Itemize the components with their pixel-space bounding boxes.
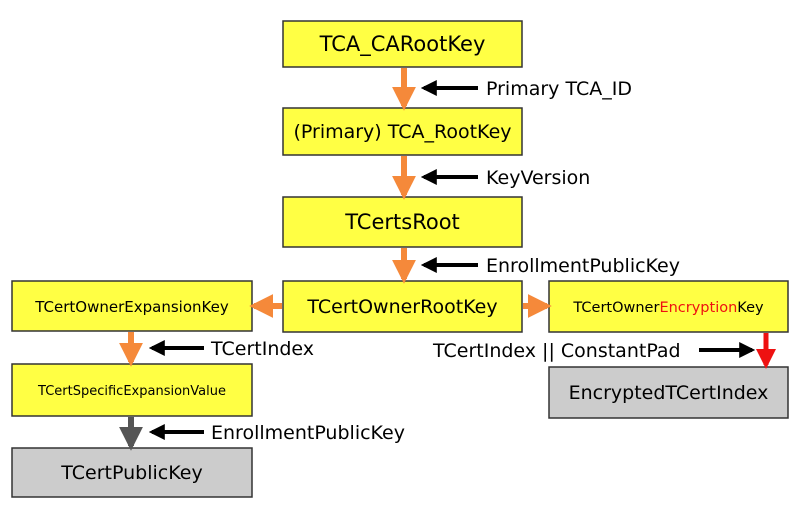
node-primary-tca-root-key-box xyxy=(282,107,523,156)
input-tcert-index: TCertIndex xyxy=(148,338,314,360)
node-primary-tca-root-key: (Primary) TCA_RootKey xyxy=(282,107,523,156)
node-tcert-owner-encryption-key-label: TCertOwnerEncryptionKey xyxy=(572,300,764,316)
node-tca-ca-root-key-box xyxy=(282,20,523,68)
node-tcert-public-key-box xyxy=(11,447,253,498)
node-tcerts-root-label: TCertsRoot xyxy=(344,210,460,234)
node-tcert-specific-expansion-value: TCertSpecificExpansionValue xyxy=(11,363,253,417)
input-primary-tca-id-label: Primary TCA_ID xyxy=(486,78,632,100)
encryption-key-suffix: Key xyxy=(737,300,764,316)
encryption-key-prefix: TCertOwner xyxy=(572,300,659,316)
node-tcert-owner-root-key-box xyxy=(282,280,523,333)
input-enrollment-public-key-1: EnrollmentPublicKey xyxy=(420,255,680,277)
encryption-key-highlight: Encryption xyxy=(659,300,737,316)
node-tcerts-root: TCertsRoot xyxy=(282,196,523,248)
node-tcert-specific-expansion-value-box xyxy=(11,363,253,417)
node-tcert-owner-expansion-key-box xyxy=(11,280,253,332)
node-encrypted-tcert-index-label: EncryptedTCertIndex xyxy=(569,382,769,404)
input-key-version-label: KeyVersion xyxy=(486,167,590,189)
node-tcert-owner-encryption-key: TCertOwnerEncryptionKey xyxy=(548,280,789,333)
input-enrollment-public-key-1-label: EnrollmentPublicKey xyxy=(486,255,680,277)
input-key-version: KeyVersion xyxy=(420,167,590,189)
node-tcert-public-key: TCertPublicKey xyxy=(11,447,253,498)
input-tcert-index-label: TCertIndex xyxy=(210,338,314,360)
input-enrollment-public-key-2-label: EnrollmentPublicKey xyxy=(211,422,405,444)
node-tcert-specific-expansion-value-label: TCertSpecificExpansionValue xyxy=(37,384,226,399)
node-tcert-owner-root-key: TCertOwnerRootKey xyxy=(282,280,523,333)
input-tcert-index-constant-pad: TCertIndex || ConstantPad xyxy=(432,340,756,362)
node-tcert-owner-expansion-key: TCertOwnerExpansionKey xyxy=(11,280,253,332)
input-enrollment-public-key-2: EnrollmentPublicKey xyxy=(148,422,405,444)
input-tcert-index-constant-pad-label: TCertIndex || ConstantPad xyxy=(432,340,681,362)
node-encrypted-tcert-index: EncryptedTCertIndex xyxy=(548,366,789,419)
node-primary-tca-root-key-label: (Primary) TCA_RootKey xyxy=(293,121,511,143)
input-primary-tca-id: Primary TCA_ID xyxy=(420,78,632,100)
node-encrypted-tcert-index-box xyxy=(548,366,789,419)
node-tcert-owner-root-key-label: TCertOwnerRootKey xyxy=(306,296,497,318)
node-tcert-public-key-label: TCertPublicKey xyxy=(60,462,202,484)
node-tca-ca-root-key: TCA_CARootKey xyxy=(282,20,523,68)
node-tca-ca-root-key-label: TCA_CARootKey xyxy=(319,32,486,57)
node-tcert-owner-expansion-key-label: TCertOwnerExpansionKey xyxy=(34,298,229,316)
